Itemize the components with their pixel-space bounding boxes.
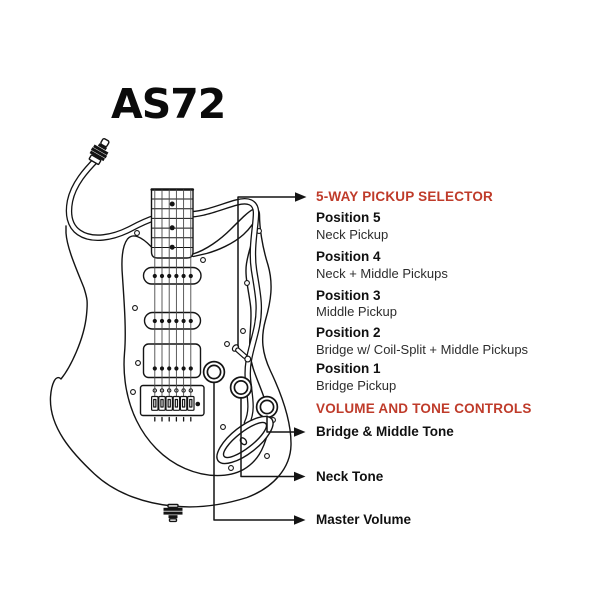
- position-4-label: Position 4: [316, 249, 381, 264]
- arrow-right-icon: [294, 427, 306, 437]
- position-3-description: Middle Pickup: [316, 304, 397, 319]
- bridge-middle-tone-label: Bridge & Middle Tone: [316, 424, 454, 439]
- controls-heading: VOLUME AND TONE CONTROLS: [316, 400, 532, 416]
- callout-line-neck-tone: [240, 397, 295, 478]
- middle-pickup: [143, 311, 202, 330]
- position-1-label: Position 1: [316, 361, 381, 376]
- position-2-description: Bridge w/ Coil-Split + Middle Pickups: [316, 341, 529, 357]
- strap-button: [163, 503, 183, 523]
- position-2-label: Position 2: [316, 325, 381, 340]
- callout-line-master-volume: [213, 381, 295, 521]
- arrow-right-icon: [294, 471, 306, 482]
- string-ends: [154, 416, 192, 422]
- strings: [154, 189, 192, 399]
- instrument-cable: [65, 155, 263, 427]
- position-4-description: Neck + Middle Pickups: [316, 265, 448, 281]
- arrow-right-icon: [294, 515, 306, 525]
- bridge-saddles: [151, 395, 201, 411]
- bridge-middle-tone-knob: [255, 395, 279, 419]
- output-jack-plate: [216, 415, 274, 465]
- pickup-selector-heading: 5-WAY PICKUP SELECTOR: [316, 188, 493, 204]
- bridge-humbucker: [142, 343, 202, 379]
- neck-tone-label: Neck Tone: [316, 468, 384, 484]
- arrow-right-icon: [295, 192, 307, 202]
- callout-line-bridge-middle-tone: [266, 415, 295, 433]
- callouts: [213, 192, 307, 525]
- position-5-description: Neck Pickup: [316, 227, 389, 242]
- neck-fretboard: [150, 188, 195, 259]
- callout-line-selector: [237, 196, 296, 347]
- position-1-description: Bridge Pickup: [316, 377, 397, 393]
- neck-pickup: [142, 266, 202, 285]
- selector-switch: [231, 344, 252, 363]
- master-volume-knob: [202, 360, 226, 384]
- position-3-label: Position 3: [316, 288, 381, 303]
- master-volume-label: Master Volume: [316, 512, 412, 527]
- page-title: AS72: [111, 80, 226, 128]
- pickguard-screws: [130, 228, 276, 471]
- position-5-label: Position 5: [316, 210, 381, 225]
- jack-plug-icon: [88, 138, 110, 165]
- pickup-poles: [152, 273, 193, 371]
- neck-tone-knob: [229, 376, 253, 399]
